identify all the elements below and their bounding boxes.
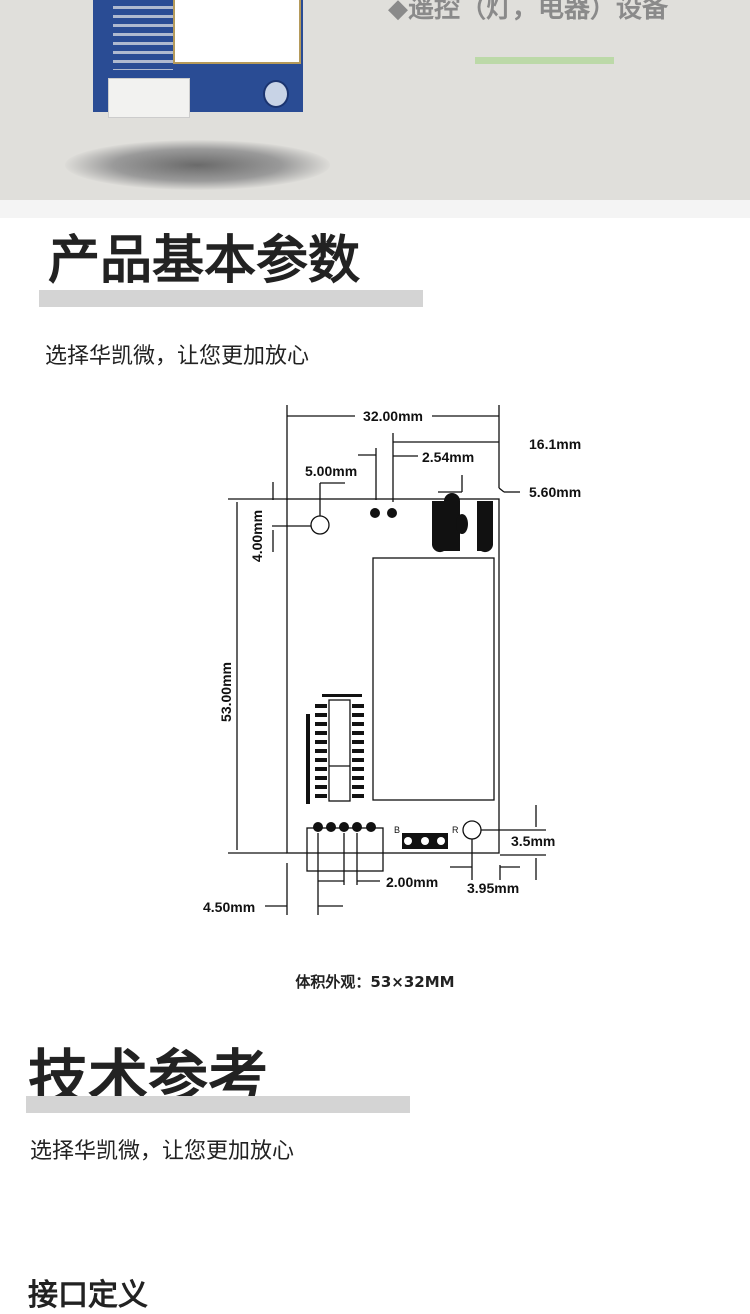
product-shadow <box>65 140 330 190</box>
silk-b: B <box>394 825 400 835</box>
accent-bar <box>475 57 614 64</box>
section-subtitle: 选择华凯微，让您更加放心 <box>30 1139 295 1164</box>
dim-2-54: 2.54mm <box>422 449 474 465</box>
dimension-drawing: 32.00mm 16.1mm 2.54mm 5.00mm 5.60mm 53.0… <box>203 405 581 915</box>
product-hero: ◆遥控（灯，电器）设备 <box>0 0 750 200</box>
size-caption: 体积外观：53×32MM <box>295 973 455 991</box>
silk-r: R <box>452 825 459 835</box>
section-title-parameters: 产品基本参数 <box>48 231 361 291</box>
dim-3-95: 3.95mm <box>467 880 519 896</box>
dim-3-5: 3.5mm <box>511 833 555 849</box>
section-title-interface: 接口定义 <box>28 1278 148 1313</box>
dim-5-60: 5.60mm <box>529 484 581 500</box>
ic-pads <box>306 694 364 804</box>
section-subtitle: 选择华凯微，让您更加放心 <box>45 344 310 369</box>
divider-strip <box>0 200 750 218</box>
feature-text: ◆遥控（灯，电器）设备 <box>388 0 668 24</box>
dim-16-1: 16.1mm <box>529 436 581 452</box>
dim-4-00: 4.00mm <box>249 510 265 562</box>
dim-height: 53.00mm <box>218 662 234 722</box>
title-underline <box>39 290 423 307</box>
dim-5-00: 5.00mm <box>305 463 357 479</box>
dim-width: 32.00mm <box>363 408 423 424</box>
dim-2-00: 2.00mm <box>386 874 438 890</box>
product-photo <box>93 0 303 118</box>
dim-4-50: 4.50mm <box>203 899 255 915</box>
title-underline <box>26 1096 410 1113</box>
